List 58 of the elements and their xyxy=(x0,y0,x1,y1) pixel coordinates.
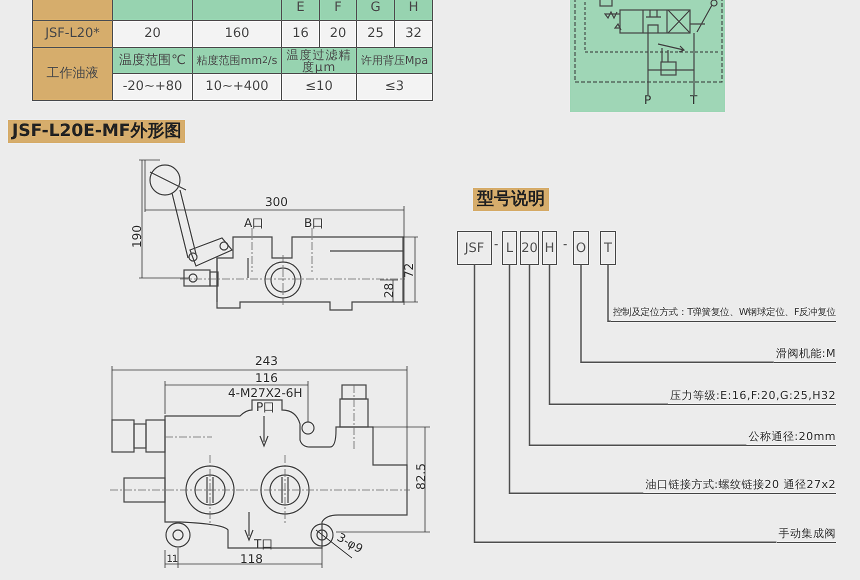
port-label: P xyxy=(644,94,652,107)
table-header-cell: 温度范围℃ xyxy=(112,47,193,74)
code-box: O xyxy=(573,231,589,265)
dimension-label: 28 xyxy=(383,282,396,298)
table-cell: ≤3 xyxy=(356,73,433,101)
dimension-label: 72 xyxy=(403,262,416,278)
table-cell: -20~+80 xyxy=(112,73,193,101)
description-text: 油口链接方式:螺纹链接20 通径27x2 xyxy=(643,478,836,494)
port-label: B口 xyxy=(304,217,324,230)
dimension-label: 243 xyxy=(255,355,278,368)
thread-label: 4-M27X2-6H xyxy=(228,387,302,400)
section-heading: 型号说明 xyxy=(473,188,549,211)
table-cell: 20 xyxy=(112,20,193,48)
table-header-cell: 许用背压Mpa xyxy=(356,47,433,74)
table-cell: 10~+400 xyxy=(192,73,282,101)
table-header-cell: F xyxy=(319,0,357,21)
dimension-label: 3-φ9 xyxy=(334,531,365,556)
leader-line xyxy=(528,265,746,446)
description-text: 控制及定位方式：T弹簧复位、W钢球定位、F反冲复位 xyxy=(610,306,836,322)
separator-dash: - xyxy=(563,238,568,251)
description-text: 压力等级:E:16,F:20,G:25,H32 xyxy=(668,389,836,405)
description-text: 滑阀机能:M xyxy=(774,347,836,363)
port-label: A口 xyxy=(244,217,264,230)
table-header-cell: 温度过滤精度μm xyxy=(281,47,357,74)
table-cell: 25 xyxy=(356,20,395,48)
leader-line xyxy=(548,265,668,405)
code-box: H xyxy=(542,231,557,265)
dimension-label: 118 xyxy=(240,553,263,566)
description-text: 手动集成阀 xyxy=(776,527,836,543)
dimension-label: 190 xyxy=(130,225,144,248)
dimension-label: 11 xyxy=(166,553,178,566)
port-label: T xyxy=(690,94,698,107)
table-cell: 工作油液 xyxy=(32,47,113,101)
section-heading: JSF-L20E-MF外形图 xyxy=(8,120,186,143)
dimension-label: 300 xyxy=(265,196,288,209)
table-header-cell: G xyxy=(356,0,395,21)
table-header-cell: H xyxy=(394,0,433,21)
port-label: P口 xyxy=(256,401,276,414)
description-text: 公称通径:20mm xyxy=(746,430,836,446)
table-cell: 32 xyxy=(394,20,433,48)
port-label: T口 xyxy=(254,538,274,551)
code-box: JSF xyxy=(457,231,492,265)
table-cell: ≤10 xyxy=(281,73,357,101)
table-cell: JSF-L20* xyxy=(32,20,113,48)
code-box: 20 xyxy=(520,231,539,265)
dimension-label: 82.5 xyxy=(414,463,428,490)
leader-line xyxy=(607,265,611,322)
table-cell: 16 xyxy=(281,20,320,48)
code-box: T xyxy=(600,231,616,265)
table-cell: 160 xyxy=(192,20,282,48)
table-cell: 20 xyxy=(319,20,357,48)
table-header-cell: E xyxy=(281,0,320,21)
leader-line xyxy=(508,265,644,494)
dimension-label: 116 xyxy=(255,372,278,385)
code-box: L xyxy=(502,231,517,265)
leader-line xyxy=(580,265,774,363)
separator-dash: - xyxy=(494,238,498,251)
leader-line xyxy=(474,265,776,543)
